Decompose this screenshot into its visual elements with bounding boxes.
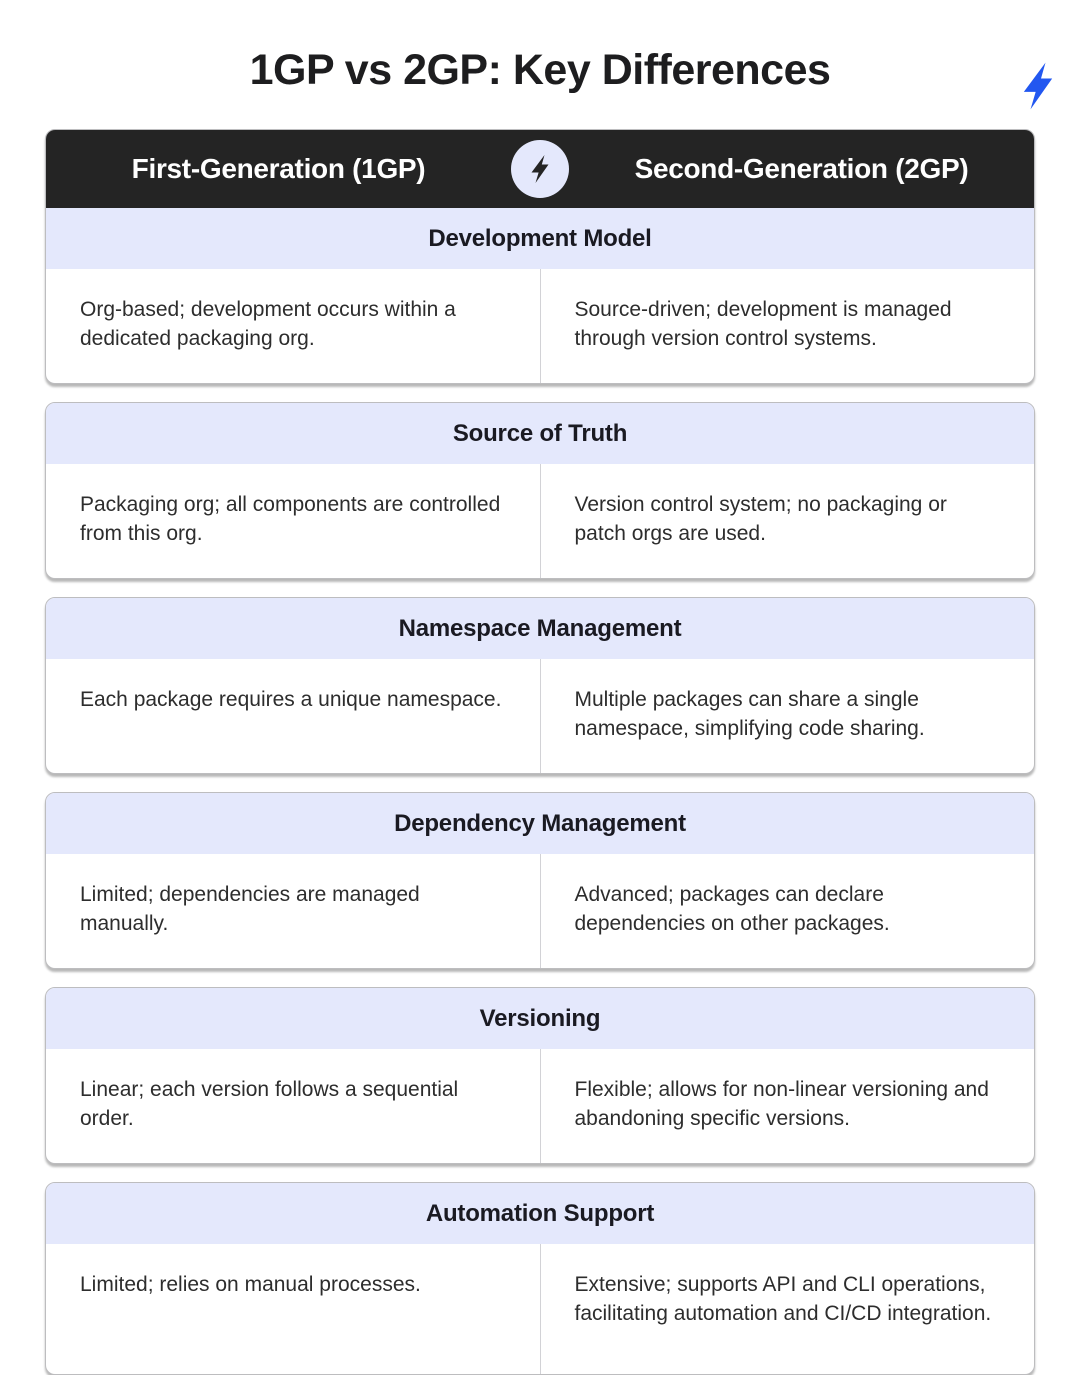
header-label-2gp: Second-Generation (2GP) — [634, 153, 969, 184]
section-title-source-of-truth: Source of Truth — [46, 403, 1034, 464]
header-badge — [511, 140, 569, 198]
cell-text: Linear; each version follows a sequentia… — [80, 1078, 459, 1130]
card-development-model: First-Generation (1GP) Second-Generation… — [45, 129, 1035, 384]
card-source-of-truth: Source of Truth Packaging org; all compo… — [45, 402, 1035, 579]
cell-2gp-dependency-management: Advanced; packages can declare dependenc… — [539, 854, 1035, 968]
section-title-versioning: Versioning — [46, 988, 1034, 1049]
cell-2gp-namespace-management: Multiple packages can share a single nam… — [539, 659, 1035, 773]
card-dependency-management: Dependency Management Limited; dependenc… — [45, 792, 1035, 969]
card-versioning: Versioning Linear; each version follows … — [45, 987, 1035, 1164]
cell-1gp-namespace-management: Each package requires a unique namespace… — [46, 659, 540, 773]
cell-2gp-development-model: Source-driven; development is managed th… — [539, 269, 1035, 383]
table-row: Linear; each version follows a sequentia… — [46, 1049, 1034, 1163]
cell-1gp-automation-support: Limited; relies on manual processes. — [46, 1244, 540, 1374]
cell-text: Limited; relies on manual processes. — [80, 1273, 421, 1296]
cell-2gp-automation-support: Extensive; supports API and CLI operatio… — [539, 1244, 1035, 1374]
cell-text: Source-driven; development is managed th… — [574, 298, 952, 350]
cell-text: Limited; dependencies are managed manual… — [80, 883, 420, 935]
cell-text: Extensive; supports API and CLI operatio… — [574, 1273, 992, 1325]
table-row: Each package requires a unique namespace… — [46, 659, 1034, 773]
table-row: Limited; relies on manual processes. Ext… — [46, 1244, 1034, 1374]
lightning-bolt-icon — [1023, 62, 1053, 110]
cell-text: Version control system; no packaging or … — [574, 493, 947, 545]
generation-header: First-Generation (1GP) Second-Generation… — [46, 130, 1034, 208]
page-title: 1GP vs 2GP: Key Differences — [249, 46, 831, 94]
card-automation-support: Automation Support Limited; relies on ma… — [45, 1182, 1035, 1375]
cell-1gp-source-of-truth: Packaging org; all components are contro… — [46, 464, 540, 578]
cell-2gp-source-of-truth: Version control system; no packaging or … — [539, 464, 1035, 578]
cell-text: Multiple packages can share a single nam… — [574, 688, 925, 740]
table-row: Packaging org; all components are contro… — [46, 464, 1034, 578]
cell-text: Advanced; packages can declare dependenc… — [574, 883, 890, 935]
section-title-automation-support: Automation Support — [46, 1183, 1034, 1244]
section-title-namespace-management: Namespace Management — [46, 598, 1034, 659]
cell-text: Flexible; allows for non-linear versioni… — [574, 1078, 989, 1130]
cell-text: Packaging org; all components are contro… — [80, 493, 501, 545]
cell-1gp-development-model: Org-based; development occurs within a d… — [46, 269, 540, 383]
cell-1gp-versioning: Linear; each version follows a sequentia… — [46, 1049, 540, 1163]
card-namespace-management: Namespace Management Each package requir… — [45, 597, 1035, 774]
table-row: Org-based; development occurs within a d… — [46, 269, 1034, 383]
cell-text: Org-based; development occurs within a d… — [80, 298, 456, 350]
cell-2gp-versioning: Flexible; allows for non-linear versioni… — [539, 1049, 1035, 1163]
comparison-table: First-Generation (1GP) Second-Generation… — [45, 129, 1035, 1375]
section-title-dependency-management: Dependency Management — [46, 793, 1034, 854]
lightning-bolt-icon — [531, 155, 549, 183]
cell-1gp-dependency-management: Limited; dependencies are managed manual… — [46, 854, 540, 968]
table-row: Limited; dependencies are managed manual… — [46, 854, 1034, 968]
cell-text: Each package requires a unique namespace… — [80, 688, 502, 711]
header-label-1gp: First-Generation (1GP) — [131, 153, 426, 184]
section-title-development-model: Development Model — [46, 208, 1034, 269]
